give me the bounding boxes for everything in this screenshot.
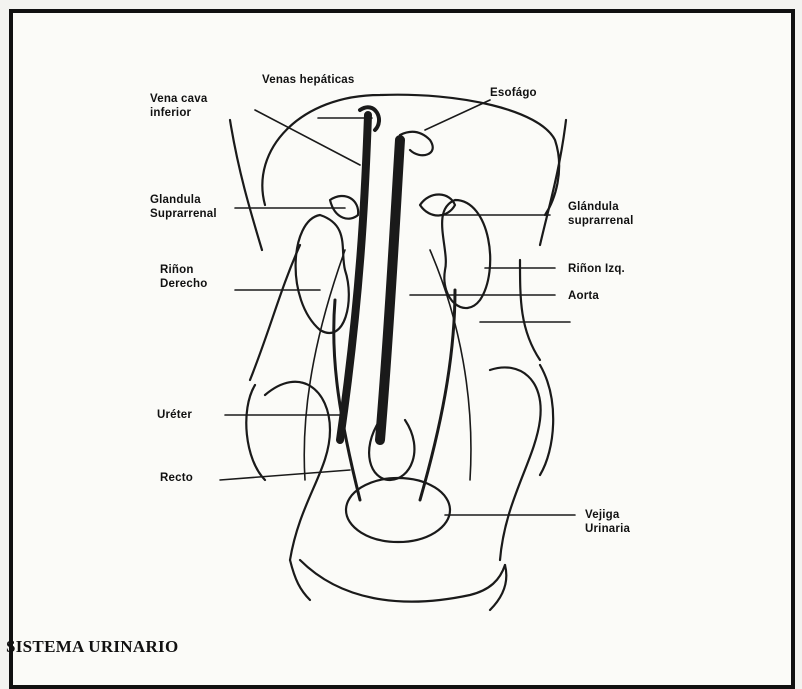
body-outline-right: [230, 120, 262, 250]
esophagus: [400, 132, 433, 155]
leader-esofago: [425, 100, 490, 130]
label-vena-cava: Vena cava inferior: [150, 92, 207, 120]
label-recto: Recto: [160, 471, 193, 485]
label-esofago: Esofágo: [490, 86, 537, 100]
label-rinon-izq: Riñon Izq.: [568, 262, 625, 276]
rectum: [369, 420, 414, 480]
vena-cava: [340, 115, 368, 440]
psoas-right: [304, 250, 345, 480]
label-glandula-izq: Glándula suprarrenal: [568, 200, 633, 228]
urinary-system-illustration: [0, 0, 802, 666]
label-vejiga: Vejiga Urinaria: [585, 508, 630, 536]
label-glandula-der: Glandula Suprarrenal: [150, 193, 217, 221]
adrenal-left: [420, 194, 455, 215]
waist-left: [520, 260, 540, 360]
leg-left: [490, 565, 506, 610]
leader-recto: [220, 470, 350, 480]
kidney-left: [442, 200, 490, 308]
pelvis-floor: [300, 560, 505, 602]
label-aorta: Aorta: [568, 289, 599, 303]
kidney-right: [296, 215, 349, 333]
ureter-left: [420, 290, 455, 500]
ilium-left: [490, 367, 541, 560]
hip-right: [246, 385, 265, 480]
label-venas-hepaticas: Venas hepáticas: [262, 73, 355, 87]
body-outline-left: [540, 120, 566, 245]
label-rinon-der: Riñon Derecho: [160, 263, 207, 291]
label-ureter: Uréter: [157, 408, 192, 422]
ribcage-arc: [262, 95, 559, 215]
ilium-right: [265, 382, 330, 560]
aorta: [380, 140, 400, 440]
hip-left: [540, 365, 553, 475]
bladder: [346, 478, 450, 542]
waist-right: [250, 245, 300, 380]
figure-caption: SISTEMA URINARIO: [6, 637, 178, 657]
